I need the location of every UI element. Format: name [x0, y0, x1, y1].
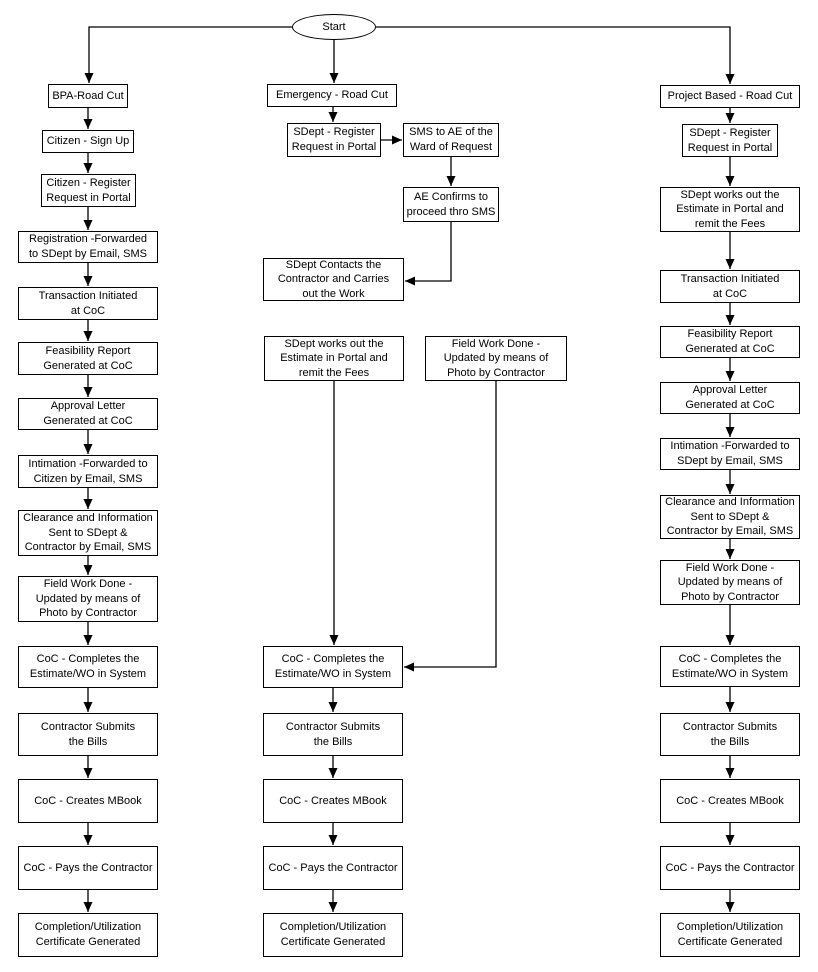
connector	[405, 222, 452, 286]
node-sdept-contacts-contractor: SDept Contacts the Contractor and Carrie…	[263, 258, 404, 301]
node-coc-completes-proj: CoC - Completes the Estimate/WO in Syste…	[660, 646, 800, 687]
node-citizen-sign-up: Citizen - Sign Up	[42, 130, 134, 153]
connector	[404, 381, 497, 672]
node-clearance-info-proj: Clearance and Information Sent to SDept …	[660, 495, 800, 539]
node-completion-cert-bpa: Completion/Utilization Certificate Gener…	[18, 913, 158, 957]
start-terminator: Start	[292, 14, 376, 40]
node-citizen-register: Citizen - Register Request in Portal	[41, 174, 136, 207]
node-coc-mbook-proj: CoC - Creates MBook	[660, 779, 800, 823]
node-sdept-register-proj: SDept - Register Request in Portal	[682, 124, 778, 157]
node-approval-letter-proj: Approval Letter Generated at CoC	[660, 382, 800, 414]
node-transaction-initiated-bpa: Transaction Initiated at CoC	[18, 287, 158, 320]
node-intimation-sdept: Intimation -Forwarded to SDept by Email,…	[660, 438, 800, 470]
node-completion-cert-emerg: Completion/Utilization Certificate Gener…	[263, 913, 403, 957]
node-transaction-initiated-proj: Transaction Initiated at CoC	[660, 270, 800, 303]
node-coc-completes-emerg: CoC - Completes the Estimate/WO in Syste…	[263, 646, 403, 688]
node-field-work-proj: Field Work Done - Updated by means of Ph…	[660, 560, 800, 605]
node-sdept-estimate-emerg: SDept works out the Estimate in Portal a…	[264, 336, 404, 381]
node-emergency-road-cut: Emergency - Road Cut	[267, 84, 397, 107]
node-contractor-bills-emerg: Contractor Submits the Bills	[263, 713, 403, 756]
node-coc-pays-bpa: CoC - Pays the Contractor	[18, 846, 158, 890]
node-coc-mbook-emerg: CoC - Creates MBook	[263, 779, 403, 823]
node-sms-to-ae: SMS to AE of the Ward of Request	[403, 123, 499, 157]
node-contractor-bills-proj: Contractor Submits the Bills	[660, 713, 800, 756]
node-approval-letter-bpa: Approval Letter Generated at CoC	[18, 398, 158, 430]
node-intimation-citizen: Intimation -Forwarded to Citizen by Emai…	[18, 455, 158, 488]
node-sdept-register-emerg: SDept - Register Request in Portal	[287, 123, 381, 157]
node-coc-pays-emerg: CoC - Pays the Contractor	[263, 846, 403, 890]
node-registration-forwarded: Registration -Forwarded to SDept by Emai…	[18, 231, 158, 263]
node-project-based-road-cut: Project Based - Road Cut	[660, 85, 800, 108]
node-feasibility-report-bpa: Feasibility Report Generated at CoC	[18, 342, 158, 375]
node-bpa-road-cut: BPA-Road Cut	[48, 84, 128, 108]
node-completion-cert-proj: Completion/Utilization Certificate Gener…	[660, 913, 800, 957]
node-field-work-emerg: Field Work Done - Updated by means of Ph…	[425, 336, 567, 381]
node-clearance-info-bpa: Clearance and Information Sent to SDept …	[18, 510, 158, 556]
connector	[84, 26, 292, 83]
connector	[376, 26, 735, 84]
node-ae-confirms: AE Confirms to proceed thro SMS	[403, 187, 499, 222]
node-contractor-bills-bpa: Contractor Submits the Bills	[18, 713, 158, 756]
node-coc-mbook-bpa: CoC - Creates MBook	[18, 779, 158, 823]
node-coc-completes-bpa: CoC - Completes the Estimate/WO in Syste…	[18, 646, 158, 688]
node-sdept-estimate-proj: SDept works out the Estimate in Portal a…	[660, 187, 800, 232]
node-field-work-bpa: Field Work Done - Updated by means of Ph…	[18, 576, 158, 622]
node-feasibility-report-proj: Feasibility Report Generated at CoC	[660, 326, 800, 358]
node-coc-pays-proj: CoC - Pays the Contractor	[660, 846, 800, 890]
